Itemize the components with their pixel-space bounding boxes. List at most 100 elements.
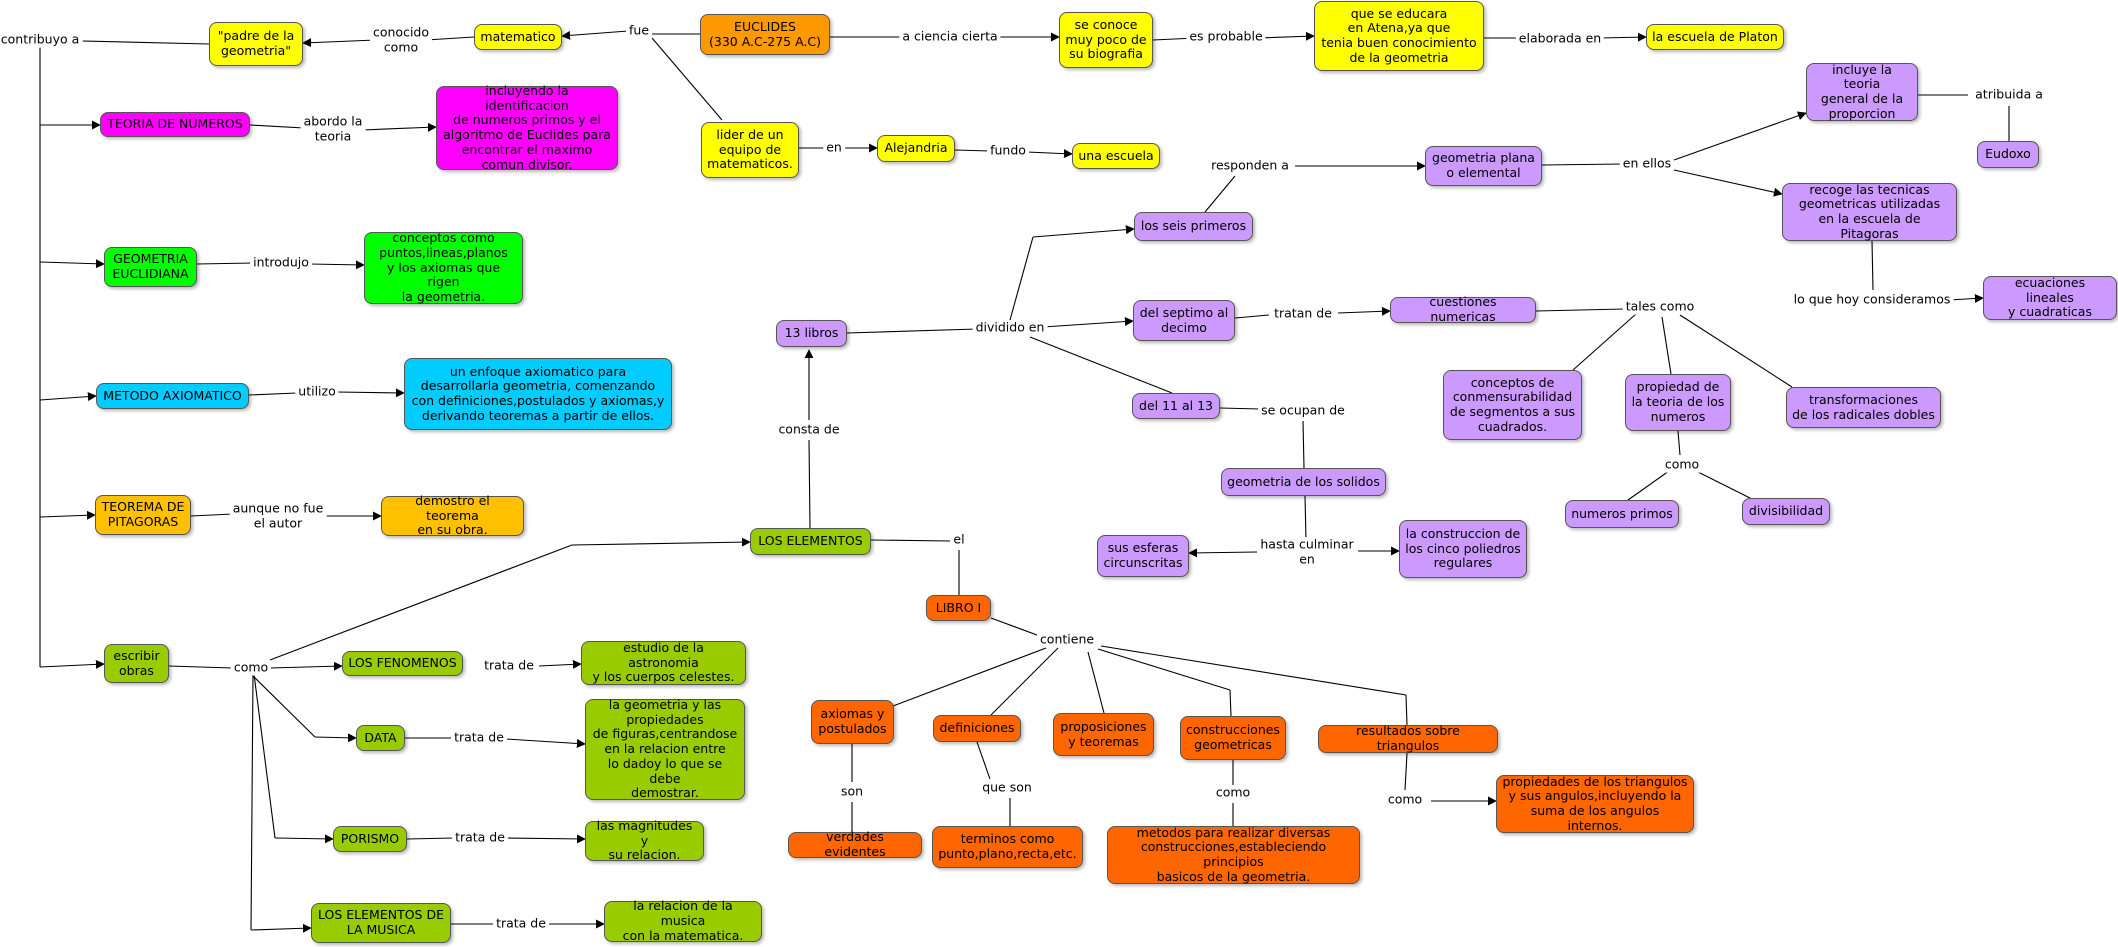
node-geometria-plana[interactable]: geometria plana o elemental (1425, 146, 1542, 186)
connector-line (406, 837, 455, 840)
node-cuestiones[interactable]: cuestiones numericas (1390, 294, 1536, 324)
connector-line (1234, 314, 1270, 319)
node-pitagoras[interactable]: TEOREMA DE PITAGORAS (95, 495, 191, 535)
node-ecuaciones[interactable]: ecuaciones lineales y cuadraticas (1983, 275, 2117, 320)
node-porismo[interactable]: PORISMO (333, 826, 407, 852)
connector-line (168, 665, 233, 669)
node-resultados[interactable]: resultados sobre triangulos (1318, 723, 1498, 753)
label-contiene: contiene (1036, 632, 1098, 648)
connector-arrow (39, 659, 105, 669)
node-terminos[interactable]: terminos como punto,plano,recta,etc. (932, 826, 1083, 868)
label-contribuyo: contribuyo a (0, 32, 83, 48)
connector-arrow (571, 537, 751, 547)
node-alejandria[interactable]: Alejandria (877, 135, 955, 162)
node-esferas[interactable]: sus esferas circunscritas (1097, 535, 1189, 577)
node-once-trece[interactable]: del 11 al 13 (1132, 393, 1220, 419)
label-en-ellos: en ellos (1619, 156, 1675, 172)
label-en-alejandria: en (823, 140, 845, 156)
node-data[interactable]: DATA (356, 725, 405, 751)
node-metodos[interactable]: metodos para realizar diversas construcc… (1107, 825, 1360, 884)
connector-line (651, 37, 723, 121)
node-euclides[interactable]: EUCLIDES (330 A.C-275 A.C) (700, 14, 830, 55)
node-escribir-obras[interactable]: escribir obras (104, 644, 169, 683)
node-enfoque[interactable]: un enfoque axiomatico para desarrollarla… (404, 358, 672, 430)
label-como-propiedad: como (1661, 457, 1703, 473)
label-como-construcciones: como (1212, 785, 1254, 801)
node-conceptos[interactable]: conceptos como puntos,lineas,planos y lo… (364, 230, 523, 304)
node-verdades[interactable]: verdades evidentes (788, 829, 922, 859)
connector-line (1535, 308, 1625, 312)
node-libro-1[interactable]: LIBRO I (926, 595, 991, 621)
node-divisibilidad[interactable]: divisibilidad (1742, 498, 1830, 525)
node-geometria-euclidiana[interactable]: GEOMETRIA EUCLIDIANA (104, 247, 197, 287)
node-astronomia[interactable]: estudio de la astronomia y los cuerpos c… (581, 640, 746, 685)
node-proposiciones[interactable]: proposiciones y teoremas (1053, 713, 1154, 756)
label-como-obras: como (230, 660, 272, 676)
node-radicales[interactable]: transformaciones de los radicales dobles (1786, 387, 1941, 428)
node-magnitudes[interactable]: las magnitudes y su relacion. (585, 818, 704, 862)
label-a-ciencia-cierta: a ciencia cierta (899, 29, 1001, 45)
node-poliedros[interactable]: la construccion de los cinco poliedros r… (1399, 520, 1527, 578)
node-propiedad-numeros[interactable]: propiedad de la teoria de los numeros (1625, 374, 1731, 431)
connector-line (976, 741, 991, 780)
connector-arrow (39, 259, 105, 269)
label-fue: fue (625, 23, 653, 39)
node-matematico[interactable]: matematico (474, 24, 562, 50)
node-data-descripcion[interactable]: la geometria y las propiedades de figura… (585, 697, 745, 800)
node-identificacion[interactable]: incluyendo la identificacion de numeros … (436, 83, 618, 171)
node-atena[interactable]: que se educara en Atena,ya que tenia bue… (1314, 1, 1484, 71)
connector-line (1697, 471, 1751, 499)
node-teoria-general[interactable]: incluye la teoria general de la proporci… (1806, 62, 1918, 121)
node-seis-primeros[interactable]: los seis primeros (1134, 212, 1253, 241)
label-trata-musica: trata de (493, 916, 549, 932)
node-padre-geometria[interactable]: "padre de la geometria" (209, 22, 303, 66)
connector-arrow (314, 733, 357, 743)
node-propiedades-triangulos[interactable]: propiedades de los triangulos y sus angu… (1496, 774, 1694, 833)
label-dividido-en: dividido en (972, 320, 1048, 336)
node-geometria-solidos[interactable]: geometria de los solidos (1221, 468, 1386, 496)
node-septimo[interactable]: del septimo al decimo (1133, 300, 1235, 341)
connector-line (892, 647, 1047, 707)
node-fenomenos[interactable]: LOS FENOMENOS (342, 651, 463, 676)
connector-line (1229, 689, 1232, 717)
node-biografia[interactable]: se conoce muy poco de su biografia (1059, 12, 1153, 68)
node-escuela[interactable]: una escuela (1072, 143, 1160, 169)
connector-line (253, 673, 276, 839)
connector-arrow (1042, 317, 1134, 328)
connector-line (1204, 175, 1236, 213)
connector-line (954, 149, 991, 152)
label-trata-porismo: trata de (452, 830, 508, 846)
node-construcciones[interactable]: construcciones geometricas (1180, 716, 1286, 760)
connector-arrow (269, 661, 343, 671)
node-metodo-axiomatico[interactable]: METODO AXIOMATICO (96, 383, 249, 409)
node-platon[interactable]: la escuela de Platon (1646, 24, 1784, 50)
node-conmensurabilidad[interactable]: conceptos de conmensurabilidad de segmen… (1443, 370, 1582, 440)
node-los-elementos[interactable]: LOS ELEMENTOS (750, 528, 871, 555)
node-axiomas[interactable]: axiomas y postulados (811, 700, 894, 744)
node-recoge[interactable]: recoge las tecnicas geometricas utilizad… (1782, 182, 1957, 241)
connector-line (1405, 694, 1408, 726)
node-teoria-numeros[interactable]: TEORIA DE NUMEROS (100, 112, 250, 137)
node-musica-descripcion[interactable]: la relacion de la musica con la matemati… (604, 899, 762, 943)
node-numeros-primos[interactable]: numeros primos (1565, 500, 1679, 528)
connector-line (269, 544, 573, 661)
node-lider[interactable]: lider de un equipo de matematicos. (701, 122, 799, 178)
label-elaborada-en: elaborada en (1515, 31, 1605, 47)
node-eudoxo[interactable]: Eudoxo (1977, 141, 2039, 168)
label-consta-de: consta de (775, 422, 843, 438)
node-definiciones[interactable]: definiciones (933, 715, 1021, 742)
connector-line (1219, 407, 1261, 410)
node-13-libros[interactable]: 13 libros (776, 320, 847, 347)
node-demostro[interactable]: demostro el teorema en su obra. (381, 493, 524, 537)
connector-arrow (561, 30, 629, 40)
label-tratan-de: tratan de (1271, 306, 1335, 322)
connector-arrow (1337, 306, 1391, 316)
label-se-ocupan: se ocupan de (1258, 403, 1348, 419)
connector-arrow (39, 392, 97, 402)
connector-line (425, 36, 475, 41)
node-elementos-musica[interactable]: LOS ELEMENTOS DE LA MUSICA (311, 903, 451, 943)
connector-arrow (308, 260, 365, 270)
connector-arrow (336, 388, 405, 398)
